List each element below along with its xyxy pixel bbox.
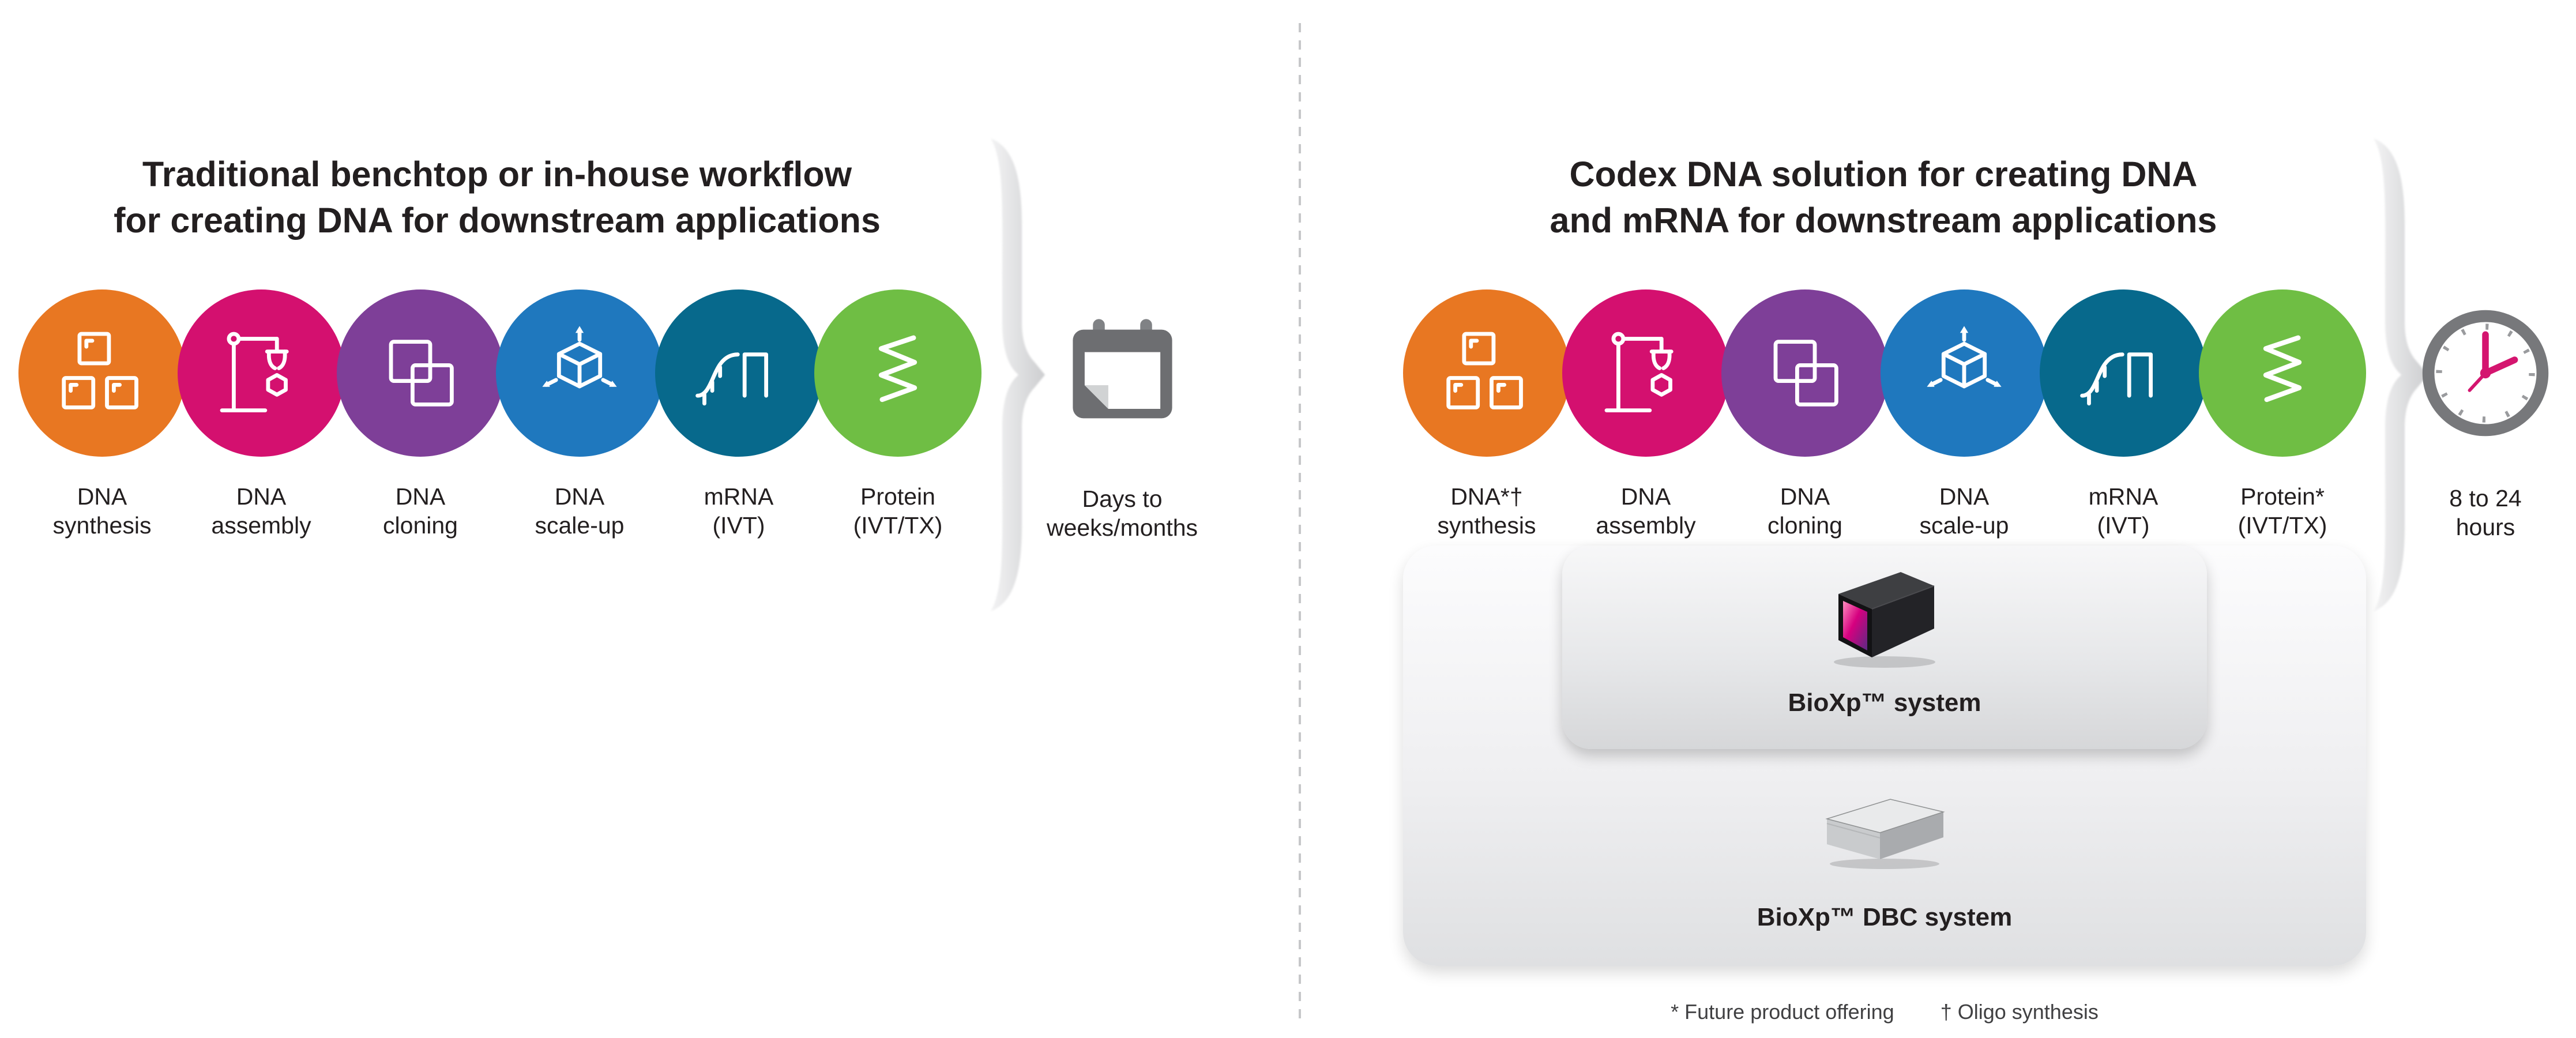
step-label: DNA scale-up [535,483,625,539]
step-label: DNA cloning [383,483,458,539]
clock-icon [2422,310,2549,437]
cloning-overlap-squares-icon [389,340,454,407]
step-label: mRNA (IVT) [704,483,774,539]
dna-synthesis-blocks-icon [62,332,138,409]
step-left-dna-synthesis: DNA synthesis [16,289,189,540]
step-right-dna-synthesis: DNA*† synthesis [1400,289,1573,540]
step-circle-dna-cloning [1721,289,1889,457]
step-label: DNA scale-up [1919,483,2009,539]
step-right-dna-cloning: DNA cloning [1718,289,1891,540]
step-circle-protein [2199,289,2366,457]
scale-up-cube-arrows-icon [1927,326,2002,389]
workflow-brace-right [2374,138,2428,611]
calendar-icon [1072,319,1172,419]
footnotes: * Future product offering † Oligo synthe… [1481,1000,2288,1024]
step-label: DNA synthesis [52,483,152,539]
assembly-robot-arm-icon [1604,332,1674,412]
left-outcome: Days to weeks/months [1018,314,1226,542]
dna-synthesis-blocks-icon [1446,332,1523,409]
right-title-line2: and mRNA for downstream applications [1550,201,2217,240]
mrna-transcription-wave-icon [2080,352,2153,406]
step-label: DNA assembly [211,483,311,539]
step-circle-dna-cloning [337,289,504,457]
bioxp-dbc-instrument-image [1825,799,1945,869]
step-label: mRNA (IVT) [2088,483,2158,539]
right-solution-title: Codex DNA solution for creating DNA and … [1422,151,2345,243]
left-title-line1: Traditional benchtop or in-house workflo… [142,155,852,194]
step-circle-mrna-ivt [655,289,822,457]
step-left-mrna-ivt: mRNA (IVT) [652,289,825,540]
step-left-dna-cloning: DNA cloning [334,289,507,540]
step-right-dna-scale-up: DNA scale-up [1878,289,2051,540]
step-label: Protein* (IVT/TX) [2237,483,2327,539]
assembly-robot-arm-icon [220,332,289,412]
right-outcome-label: 8 to 24 hours [2449,485,2522,540]
step-circle-dna-scale-up [1881,289,2048,457]
step-right-protein: Protein* (IVT/TX) [2196,289,2369,540]
left-workflow-title: Traditional benchtop or in-house workflo… [36,151,958,243]
left-title-line2: for creating DNA for downstream applicat… [114,201,881,240]
cloning-overlap-squares-icon [1773,340,1838,407]
bioxp-instrument-image [1834,572,1935,668]
divider-dashed-line [1299,23,1301,1018]
step-right-mrna-ivt: mRNA (IVT) [2037,289,2210,540]
step-circle-dna-assembly [1562,289,1729,457]
step-circle-dna-scale-up [496,289,663,457]
mrna-transcription-wave-icon [695,352,768,406]
protein-ribbon-icon [2263,335,2302,403]
step-circle-protein [814,289,981,457]
step-left-dna-assembly: DNA assembly [175,289,348,540]
right-outcome: 8 to 24 hours [2416,307,2555,541]
step-label: DNA cloning [1768,483,1842,539]
bioxp-dbc-system-label: BioXp™ DBC system [1757,903,2013,931]
workflow-brace-left [991,138,1045,611]
footnote-oligo-synthesis: † Oligo synthesis [1940,1000,2099,1024]
protein-ribbon-icon [878,335,917,403]
step-label: Protein (IVT/TX) [853,483,943,539]
step-circle-dna-synthesis [18,289,186,457]
scale-up-cube-arrows-icon [542,326,617,389]
step-circle-mrna-ivt [2040,289,2207,457]
step-circle-dna-assembly [178,289,345,457]
step-label: DNA*† synthesis [1437,483,1536,539]
step-left-dna-scale-up: DNA scale-up [493,289,666,540]
left-outcome-label: Days to weeks/months [1046,486,1198,541]
step-circle-dna-synthesis [1403,289,1570,457]
step-left-protein: Protein (IVT/TX) [811,289,984,540]
bioxp-system-label: BioXp™ system [1788,689,1981,717]
right-title-line1: Codex DNA solution for creating DNA [1569,155,2198,194]
footnote-future-product: * Future product offering [1671,1000,1894,1024]
step-label: DNA assembly [1596,483,1696,539]
step-right-dna-assembly: DNA assembly [1559,289,1732,540]
